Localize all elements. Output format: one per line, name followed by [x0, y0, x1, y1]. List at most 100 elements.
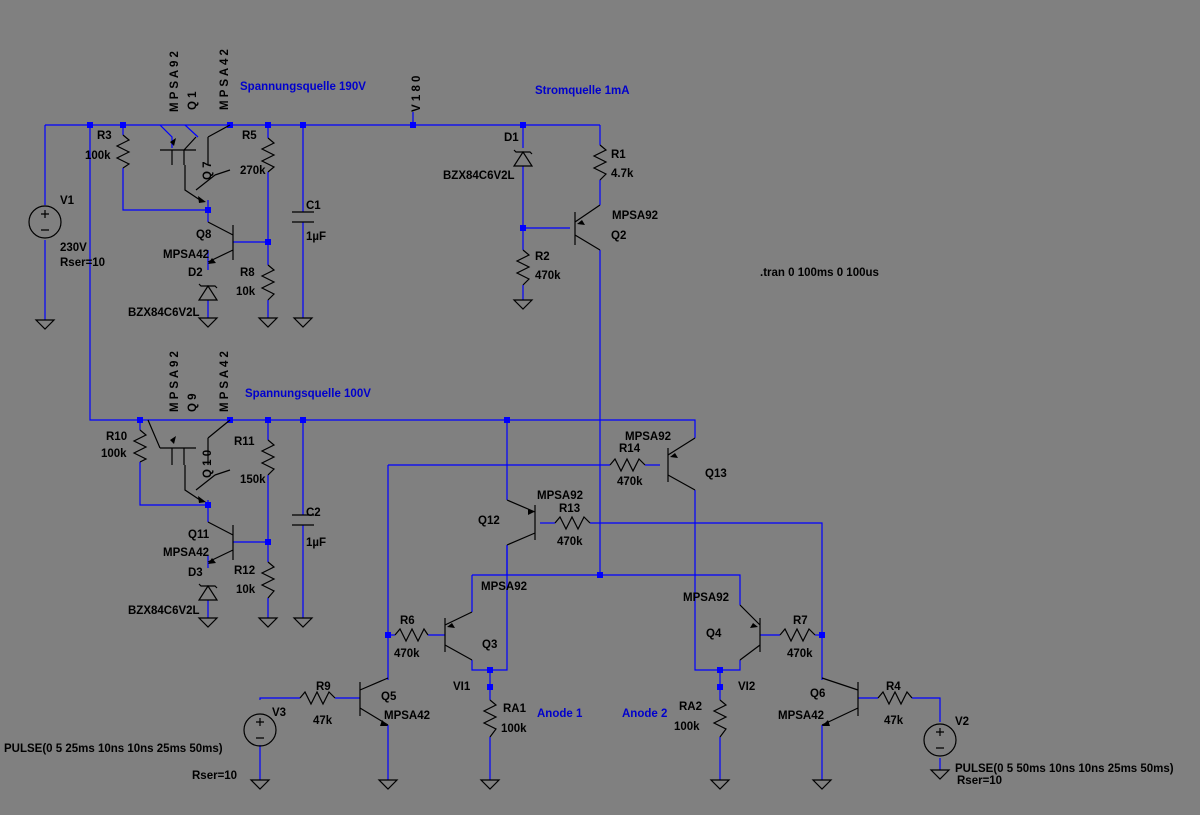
q8-value: MPSA42	[163, 249, 209, 261]
resistor-r14	[609, 457, 646, 473]
net-label-vi2: VI2	[738, 681, 755, 693]
capacitor-c1	[292, 211, 314, 223]
net-label-100v: Spannungsquelle 100V	[245, 388, 371, 400]
v1-value: 230V	[60, 242, 87, 254]
transistor-q13	[667, 437, 696, 491]
net-label-190v: Spannungsquelle 190V	[240, 81, 366, 93]
r12-value: 10k	[236, 584, 256, 596]
q6-name: Q6	[810, 688, 825, 700]
transistors	[147, 124, 859, 726]
resistor-ra2	[712, 699, 728, 738]
transistor-q2	[574, 204, 601, 251]
r12-name: R12	[234, 565, 255, 577]
resistor-r13	[554, 515, 591, 531]
ground-symbols	[34, 299, 951, 790]
d3-name: D3	[188, 567, 203, 579]
v3-name: V3	[272, 707, 286, 719]
c2-value: 1µF	[306, 537, 326, 549]
r7-value: 470k	[787, 648, 813, 660]
c1-value: 1µF	[306, 231, 326, 243]
transistor-q11	[207, 521, 234, 564]
q1-name: Q 1	[187, 91, 199, 110]
r10-value: 100k	[101, 448, 127, 460]
v2-name: V2	[955, 716, 969, 728]
zener-diodes	[197, 149, 534, 601]
resistor-r5	[260, 137, 276, 173]
voltage-sources	[28, 205, 957, 757]
transistor-q5	[359, 677, 389, 726]
resistor-r2	[515, 249, 531, 286]
q4-name: Q4	[706, 628, 722, 640]
q2-value: MPSA92	[612, 210, 658, 222]
q2-name: Q2	[611, 230, 626, 242]
v3-value: PULSE(0 5 25ms 10ns 10ns 25ms 50ms)	[4, 743, 223, 755]
resistor-r4	[877, 690, 913, 706]
r9-value: 47k	[313, 715, 333, 727]
transistor-q10	[184, 419, 231, 503]
resistor-r6	[394, 627, 429, 643]
junctions	[87, 122, 825, 690]
r7-name: R7	[793, 615, 808, 627]
r6-name: R6	[400, 615, 415, 627]
r8-value: 10k	[236, 286, 256, 298]
r2-value: 470k	[535, 270, 561, 282]
q8-name: Q8	[196, 229, 212, 241]
net-label-anode1: Anode 1	[537, 708, 583, 720]
q5-value: MPSA42	[384, 710, 430, 722]
q3-value: MPSA92	[481, 581, 527, 593]
r11-value: 150k	[240, 474, 266, 486]
q5-name: Q5	[381, 691, 397, 703]
net-label-v180: V 1 8 0	[411, 76, 423, 112]
diode-d2	[197, 283, 219, 301]
r1-value: 4.7k	[611, 168, 634, 180]
v2-value: PULSE(0 5 50ms 10ns 10ns 25ms 50ms)	[955, 763, 1174, 775]
resistor-r1	[592, 144, 608, 181]
q12-value: MPSA92	[537, 490, 583, 502]
transistor-q12	[506, 499, 536, 546]
d2-value: BZX84C6V2L	[128, 307, 200, 319]
q9-name: Q 9	[187, 393, 199, 412]
r5-value: 270k	[240, 165, 266, 177]
r5-name: R5	[242, 130, 257, 142]
q13-value: MPSA92	[625, 431, 671, 443]
r13-name: R13	[559, 503, 580, 515]
r14-name: R14	[619, 443, 641, 455]
q12-name: Q12	[478, 515, 500, 527]
resistor-r8	[260, 264, 276, 301]
source-v2	[923, 723, 957, 757]
r13-value: 470k	[557, 536, 583, 548]
r4-name: R4	[886, 681, 901, 693]
resistor-r10	[132, 429, 148, 463]
resistor-r9	[299, 690, 336, 706]
r4-value: 47k	[884, 715, 904, 727]
net-label-stromquelle: Stromquelle 1mA	[535, 85, 630, 97]
d3-value: BZX84C6V2L	[128, 605, 200, 617]
spice-directive: .tran 0 100ms 0 100us	[760, 267, 879, 279]
q1-value: M P S A 9 2	[169, 51, 181, 112]
r8-name: R8	[240, 267, 255, 279]
v1-name: V1	[60, 195, 75, 207]
ra2-name: RA2	[679, 701, 702, 713]
d2-name: D2	[188, 267, 203, 279]
r2-name: R2	[535, 251, 550, 263]
transistor-q8	[207, 221, 234, 264]
labels: Spannungsquelle 190V Spannungsquelle 100…	[4, 49, 1174, 787]
resistors	[115, 134, 913, 738]
resistor-r7	[779, 627, 816, 643]
q11-name: Q11	[188, 529, 210, 541]
source-v3	[243, 713, 277, 747]
r10-name: R10	[106, 431, 127, 443]
v3-extra: Rser=10	[192, 770, 237, 782]
r11-name: R11	[234, 436, 255, 448]
capacitors	[292, 211, 314, 526]
transistor-q1	[160, 136, 197, 165]
source-v1	[28, 205, 62, 239]
v2-extra: Rser=10	[957, 775, 1002, 787]
r14-value: 470k	[617, 476, 643, 488]
resistor-ra1	[482, 699, 498, 738]
r1-name: R1	[611, 149, 626, 161]
capacitor-c2	[292, 514, 314, 526]
q10-value: M P S A 4 2	[219, 351, 231, 412]
q9-value: M P S A 9 2	[169, 351, 181, 412]
